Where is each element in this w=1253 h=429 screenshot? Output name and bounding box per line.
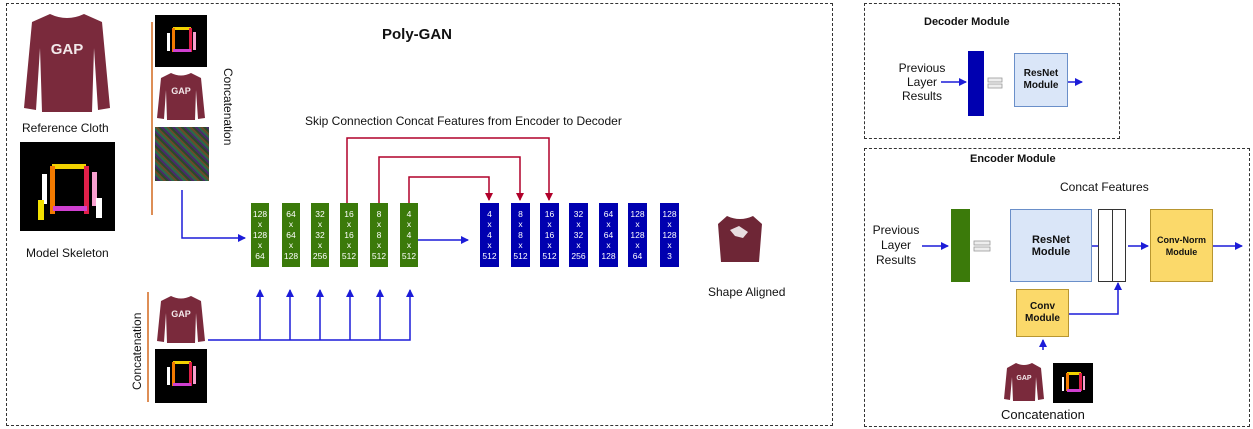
model-skeleton-label: Model Skeleton bbox=[26, 246, 109, 260]
concat-top-noise bbox=[155, 127, 209, 181]
encoder-layer-block bbox=[951, 209, 970, 282]
concat-features-label: Concat Features bbox=[1060, 180, 1149, 194]
concat-features-block bbox=[1098, 209, 1126, 282]
diagram-title: Poly-GAN bbox=[382, 26, 453, 43]
shape-aligned-output-image bbox=[718, 216, 762, 262]
decoder-layer-block bbox=[968, 51, 984, 116]
concatenation-bottom-label: Concatenation bbox=[130, 312, 144, 390]
encoder-module-panel bbox=[864, 148, 1250, 427]
shape-aligned-label: Shape Aligned bbox=[708, 285, 786, 299]
encoder-concat-skeleton bbox=[1053, 363, 1093, 403]
svg-text:GAP: GAP bbox=[1016, 375, 1032, 382]
concat-top-skeleton bbox=[155, 15, 207, 67]
model-skeleton-image bbox=[20, 142, 115, 231]
concatenation-top-label: Concatenation bbox=[221, 68, 235, 146]
shirt-logo-text: GAP bbox=[171, 86, 191, 96]
concat-bottom-shirt: GAP bbox=[155, 293, 207, 345]
polygan-panel bbox=[6, 3, 833, 426]
decoder-module-panel bbox=[864, 3, 1120, 139]
svg-text:GAP: GAP bbox=[51, 41, 84, 58]
encoder-module-title: Encoder Module bbox=[970, 153, 1056, 165]
encoder-input-label: Previous Layer Results bbox=[872, 223, 920, 267]
concat-top-shirt: GAP bbox=[155, 70, 207, 122]
skip-connection-label: Skip Connection Concat Features from Enc… bbox=[305, 114, 622, 128]
encoder-concatenation-label: Concatenation bbox=[1001, 407, 1085, 422]
encoder-concat-shirt: GAP bbox=[1003, 361, 1045, 403]
decoder-module-title: Decoder Module bbox=[924, 16, 1010, 28]
concat-bottom-skeleton bbox=[155, 349, 207, 403]
decoder-input-label: Previous Layer Results bbox=[898, 61, 946, 103]
reference-cloth-image: GAP bbox=[24, 14, 110, 112]
svg-text:GAP: GAP bbox=[171, 309, 191, 319]
reference-cloth-label: Reference Cloth bbox=[22, 121, 109, 135]
